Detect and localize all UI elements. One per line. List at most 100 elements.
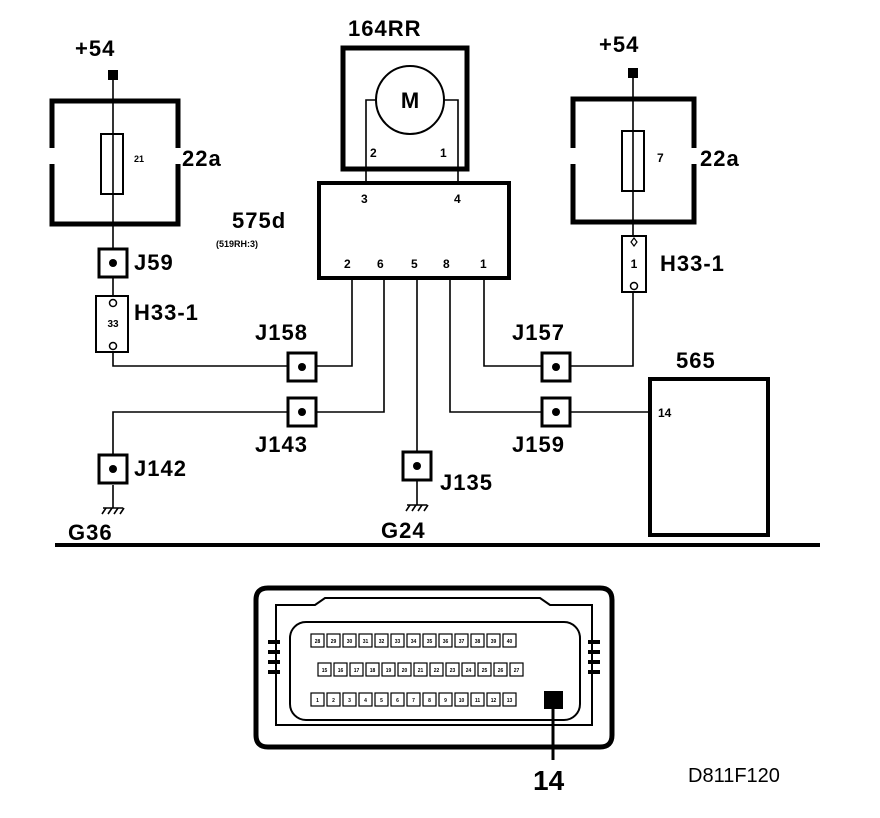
connector-pin (358, 633, 373, 648)
junction-j59: J59 (97, 247, 174, 279)
junction-j158: J158 (255, 320, 318, 383)
connector-pin (390, 692, 405, 707)
connector-pin (486, 692, 501, 707)
connector-pin-number: 33 (395, 639, 401, 645)
connector-pin-number: 40 (507, 639, 513, 645)
fuse-left (100, 133, 124, 195)
connector-pin (502, 692, 517, 707)
supply-label-right: +54 (599, 32, 639, 57)
motor-box: M 2 1 (340, 45, 470, 183)
supply-terminal-right (628, 68, 638, 78)
module-pin-6: 6 (377, 257, 384, 271)
connector-pin-number: 21 (418, 668, 424, 674)
connector-pin-number: 15 (322, 668, 328, 674)
connector-pin (493, 662, 508, 677)
connector-pin (310, 633, 325, 648)
svg-text:J158: J158 (255, 320, 308, 345)
connector-pin-number: 10 (459, 698, 465, 704)
connector-pin (470, 633, 485, 648)
fuse-box-right-label: 22a (700, 146, 740, 171)
motor-pin-1: 1 (440, 146, 447, 160)
svg-text:J135: J135 (440, 470, 493, 495)
connector-pin (454, 633, 469, 648)
connector-pin-number: 7 (412, 698, 415, 704)
module-sublabel: (519RH:3) (216, 239, 258, 249)
connector-pin (445, 662, 460, 677)
connector-pin (381, 662, 396, 677)
connector-pin (317, 662, 332, 677)
junction-j159: J159 (512, 396, 572, 457)
junction-j157: J157 (512, 320, 572, 383)
connector-pin-number: 12 (491, 698, 497, 704)
ecu-box (648, 377, 770, 537)
connector-pin (326, 692, 341, 707)
connector-pin (429, 662, 444, 677)
highlighted-pin (544, 691, 563, 709)
connector-pin-number: 32 (379, 639, 385, 645)
connector-h33-left: 33 H33-1 (95, 295, 198, 353)
connector-pin-number: 2 (332, 698, 335, 704)
module-pin-8: 8 (443, 257, 450, 271)
module-pin-4: 4 (454, 192, 461, 206)
connector-pin-number: 39 (491, 639, 497, 645)
connector-pin-number: 25 (482, 668, 488, 674)
module-pin-2: 2 (344, 257, 351, 271)
connector-pin (374, 692, 389, 707)
fuse-box-right: 7 22a (565, 96, 740, 225)
connector-pin-number: 23 (450, 668, 456, 674)
connector-pin-number: 17 (354, 668, 360, 674)
connector-pin-number: 6 (396, 698, 399, 704)
connector-pin-number: 4 (364, 698, 367, 704)
pin-callout-label: 14 (533, 765, 565, 796)
connector-pin (438, 692, 453, 707)
fuse-box-left: 21 22a (44, 98, 222, 227)
svg-text:J143: J143 (255, 432, 308, 457)
wires (112, 78, 652, 508)
svg-text:J157: J157 (512, 320, 565, 345)
connector-pin-number: 18 (370, 668, 376, 674)
connector-pin (390, 633, 405, 648)
connector-pin-number: 30 (347, 639, 353, 645)
connector-pin-number: 19 (386, 668, 392, 674)
fuse-left-number: 21 (134, 154, 144, 164)
connector-pin-number: 28 (315, 639, 321, 645)
module-pin-1: 1 (480, 257, 487, 271)
connector-pin-number: 35 (427, 639, 433, 645)
connector-pin (477, 662, 492, 677)
supply-label-left: +54 (75, 36, 115, 61)
junction-j143: J143 (255, 396, 318, 457)
ground-icon-g24 (405, 504, 429, 512)
connector-pin (422, 633, 437, 648)
connector-pin-number: 36 (443, 639, 449, 645)
svg-text:J142: J142 (134, 456, 187, 481)
svg-text:J59: J59 (134, 250, 174, 275)
ecu-pin: 14 (658, 406, 672, 420)
connector-pin-number: 38 (475, 639, 481, 645)
connector-pin (486, 633, 501, 648)
connector-pin (454, 692, 469, 707)
figure-code: D811F120 (688, 765, 780, 787)
connector-pin-number: 22 (434, 668, 440, 674)
connector-pin-number: 11 (475, 698, 481, 704)
motor-label: 164RR (348, 16, 421, 41)
connector-pin (349, 662, 364, 677)
connector-pin (406, 633, 421, 648)
connector-pin (374, 633, 389, 648)
connector-pin (502, 633, 517, 648)
ground-label-g24: G24 (381, 518, 426, 543)
connector-pin-number: 3 (348, 698, 351, 704)
motor-symbol: M (401, 88, 419, 113)
connector-pin-number: 20 (402, 668, 408, 674)
connector-pin (470, 692, 485, 707)
connector-pin-number: 26 (498, 668, 504, 674)
connector-pin-number: 9 (444, 698, 447, 704)
connector-pin (397, 662, 412, 677)
connector-pin-number: 37 (459, 639, 465, 645)
connector-pin (358, 692, 373, 707)
fuse-box-left-label: 22a (182, 146, 222, 171)
module-box: 3 4 2 6 5 8 1 (317, 181, 511, 280)
connector-pin (509, 662, 524, 677)
